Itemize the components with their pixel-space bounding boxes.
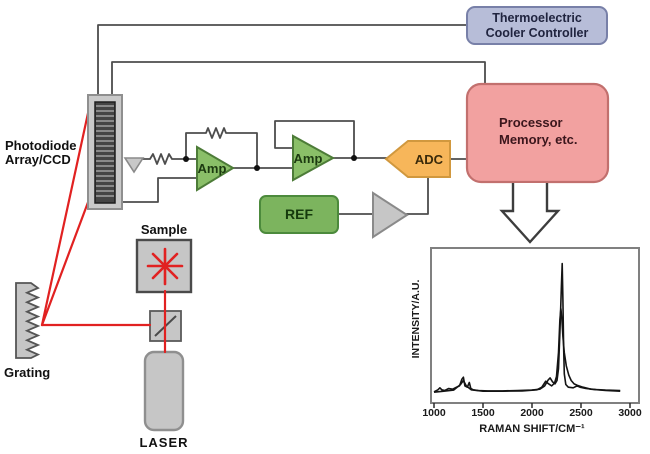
y-axis-label: INTENSITY/A.U. (410, 280, 422, 359)
junction-dot (183, 156, 189, 162)
scatter-asterisk-icon (146, 247, 184, 286)
amp1-triangle (196, 145, 235, 192)
grating-shape (15, 282, 41, 359)
x-tick-label: 1000 (422, 407, 446, 419)
spectrum-traces (433, 262, 621, 393)
junction-dot (254, 165, 260, 171)
component-labels: Photodiode Array/CCD Grating Sample LASE… (4, 138, 188, 450)
laser-beams (40, 102, 184, 354)
amp2-triangle (292, 134, 336, 182)
amp2-feedback-wire (274, 120, 355, 159)
detector-to-amp1-wire (121, 177, 198, 203)
buffer-to-adc-wire (406, 176, 429, 215)
amp2-label: Amp (294, 151, 323, 166)
laser-box (143, 350, 185, 432)
grating-label: Grating (4, 365, 50, 380)
x-tick-label: 3000 (618, 407, 642, 419)
junction-dot (351, 155, 357, 161)
processor-label-line1: Processor (499, 115, 563, 130)
processor-top-wire (111, 61, 486, 97)
beam-grating-to-detector-top (40, 102, 92, 327)
processor-box (465, 82, 610, 184)
adc-pentagon (384, 140, 451, 178)
sample-label: Sample (141, 222, 187, 237)
amp1-label: Amp (198, 161, 227, 176)
ref-label: REF (285, 206, 313, 222)
spectrum-chart: INTENSITY/A.U. RAMAN SHIFT/CM⁻¹ 1000 1500… (410, 247, 642, 435)
x-axis-ticks: 1000 1500 2000 2500 3000 (422, 403, 642, 419)
beam-grating-to-detector-bottom (40, 195, 92, 327)
photodiode-array (87, 94, 123, 210)
photodiode-label-line1: Photodiode (5, 138, 77, 153)
ref-box (259, 195, 339, 234)
x-tick-label: 1500 (471, 407, 495, 419)
series-broad-trace (433, 307, 621, 393)
processor-label-line2: Memory, etc. (499, 132, 578, 147)
photodiode-label-line2: Array/CCD (5, 152, 71, 167)
buffer-triangle (372, 191, 409, 239)
signal-wires (97, 24, 486, 215)
x-axis-label: RAMAN SHIFT/CM⁻¹ (479, 423, 585, 435)
x-tick-label: 2000 (520, 407, 544, 419)
output-arrow-icon (499, 183, 561, 244)
photodiode-pixel-stripes (96, 105, 114, 197)
tcc-label-line2: Cooler Controller (486, 26, 589, 40)
tcc-label-line1: Thermoelectric (492, 11, 582, 25)
ground-icon (123, 157, 145, 174)
tcc-box (466, 6, 608, 45)
chart-frame (430, 247, 640, 404)
x-tick-label: 2500 (569, 407, 593, 419)
photodiode-sensor (94, 101, 116, 204)
laser-label: LASER (139, 435, 188, 450)
electronics: Amp Amp REF ADC Thermoelectric Cooler Co… (196, 6, 610, 244)
adc-label: ADC (415, 152, 444, 167)
tcc-wire (97, 24, 468, 97)
amp1-feedback-wire (185, 127, 258, 169)
